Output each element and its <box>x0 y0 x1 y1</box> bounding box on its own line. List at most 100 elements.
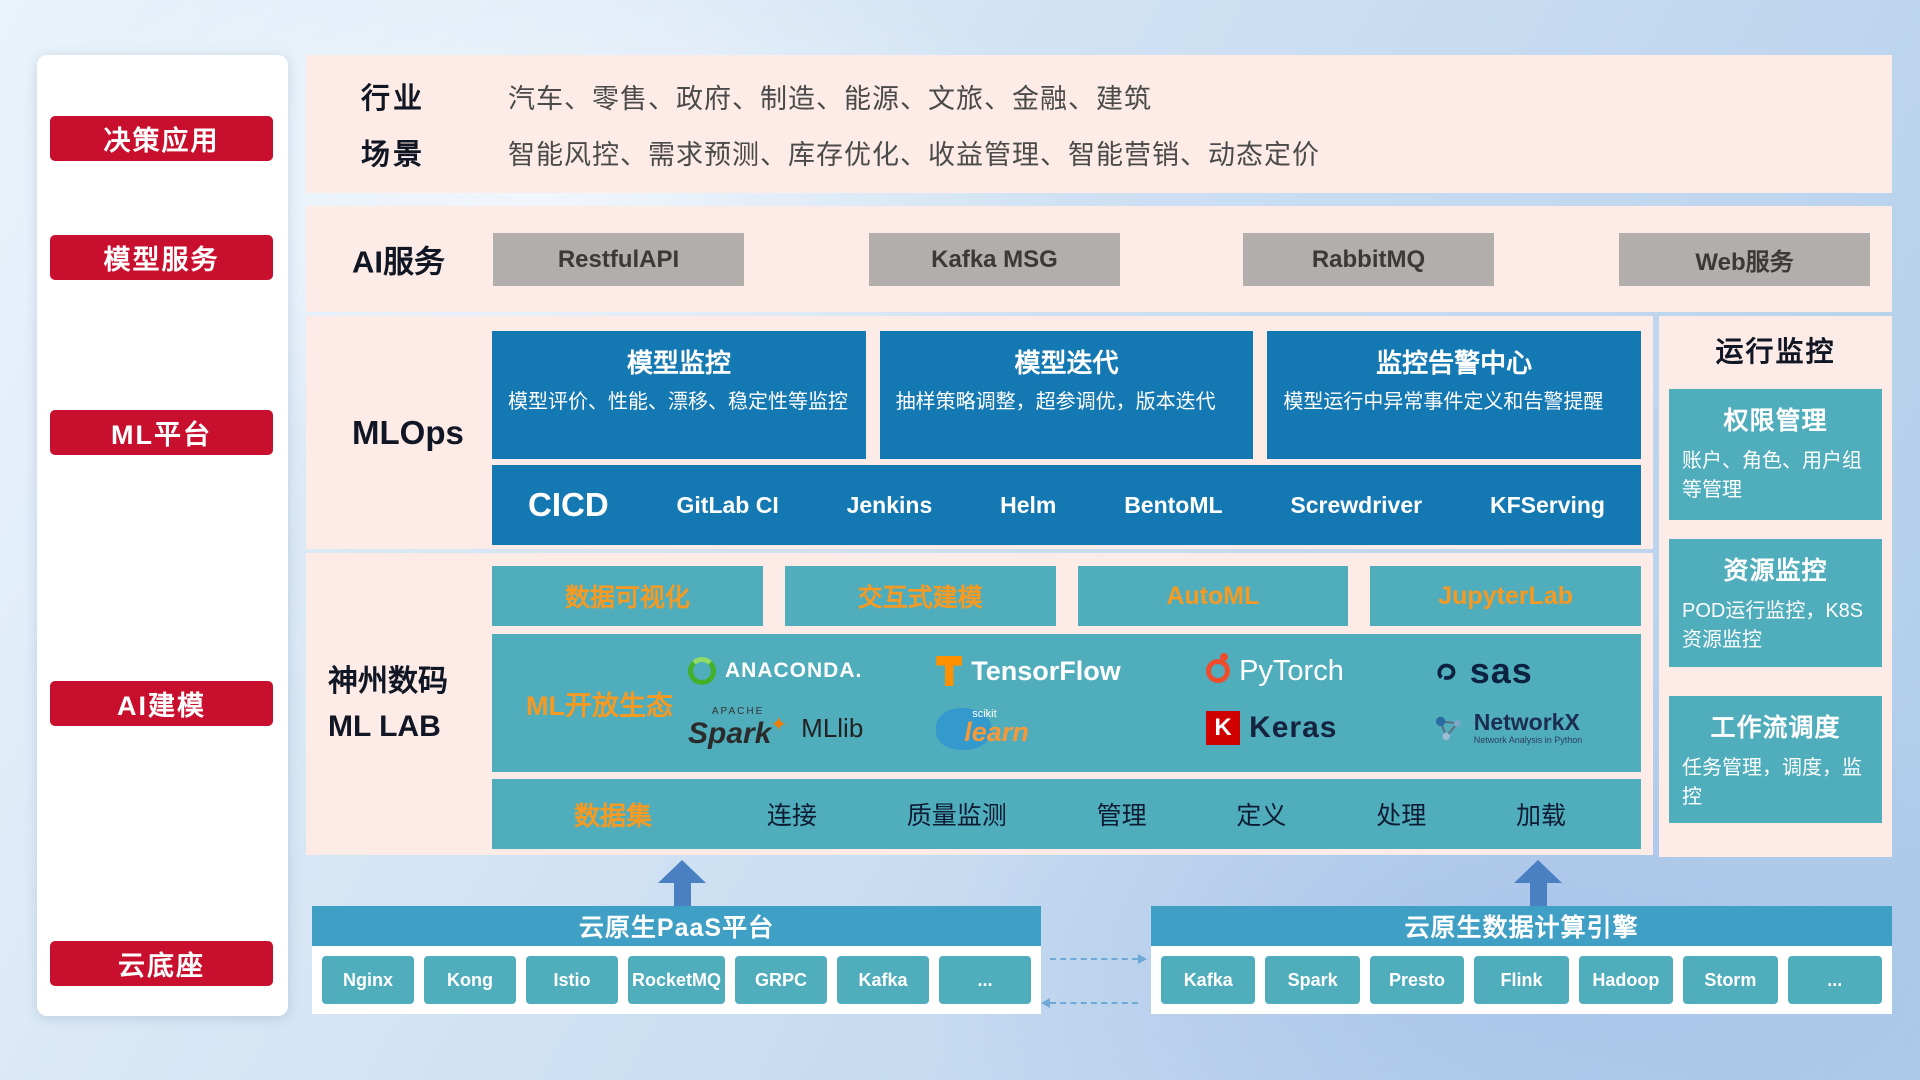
dataset-item-process: 处理 <box>1376 802 1427 830</box>
card-desc: 模型评价、性能、漂移、稳定性等监控 <box>508 391 848 413</box>
chip-grpc: GRPC <box>735 956 828 1004</box>
cicd-item-bentoml: BentoML <box>1124 491 1223 518</box>
dataset-item-manage: 管理 <box>1096 802 1147 830</box>
arrow-head <box>658 860 706 883</box>
rail-badge-decision-apps: 决策应用 <box>50 116 273 161</box>
arrow-head <box>1514 860 1562 883</box>
tensorflow-logo: TensorFlow <box>936 656 1206 687</box>
tool-jupyterlab: JupyterLab <box>1370 566 1641 626</box>
networkx-icon <box>1435 716 1461 741</box>
dashed-arrow-right-icon <box>1050 954 1147 964</box>
anaconda-icon <box>688 657 716 685</box>
pytorch-icon <box>1206 653 1231 683</box>
card-desc: 模型运行中异常事件定义和告警提醒 <box>1283 391 1604 413</box>
anaconda-logo: ANACONDA. <box>688 657 936 685</box>
card-title: 工作流调度 <box>1710 714 1841 742</box>
scenario-label: 场景 <box>361 139 426 171</box>
scikit-label: scikit <box>972 708 997 720</box>
chip-nginx: Nginx <box>322 956 414 1004</box>
rail-badge-cloud-base: 云底座 <box>50 941 273 986</box>
ai-service-label: AI服务 <box>352 244 445 280</box>
pytorch-logo: PyTorch <box>1206 653 1433 688</box>
up-arrow-paas-icon <box>658 860 706 906</box>
ml-open-ecosystem: ML开放生态 ANACONDA. TensorFlow PyTorch <box>492 634 1641 772</box>
chip-istio: Istio <box>526 956 618 1004</box>
ai-service-section: AI服务 RestfulAPI Kafka MSG RabbitMQ Web服务 <box>306 206 1892 312</box>
keras-logo: K Keras <box>1206 711 1433 745</box>
up-arrow-engine-icon <box>1514 860 1562 906</box>
chip-hadoop: Hadoop <box>1578 956 1674 1004</box>
ecosystem-logos: ANACONDA. TensorFlow PyTorch sas <box>688 650 1641 756</box>
card-title: 权限管理 <box>1723 407 1828 435</box>
scikit-learn-logo: scikit learn <box>936 700 1206 756</box>
industry-value: 汽车、零售、政府、制造、能源、文旅、金融、建筑 <box>508 83 1152 114</box>
run-monitoring-section: 运行监控 权限管理 账户、角色、用户组等管理 资源监控 POD运行监控，K8S资… <box>1659 316 1892 857</box>
paas-platform-chips: Nginx Kong Istio RocketMQ GRPC Kafka ... <box>312 946 1041 1014</box>
dashed-arrow-left-icon <box>1041 998 1138 1008</box>
card-title: 监控告警中心 <box>1376 348 1533 378</box>
permission-management-card: 权限管理 账户、角色、用户组等管理 <box>1669 389 1882 520</box>
cicd-bar: CICD GitLab CI Jenkins Helm BentoML Scre… <box>492 465 1641 545</box>
card-title: 模型迭代 <box>1014 348 1119 378</box>
chip-rocketmq: RocketMQ <box>628 956 726 1004</box>
spark-label: Spark✦ <box>688 713 788 750</box>
tool-automl: AutoML <box>1077 566 1349 626</box>
cicd-label: CICD <box>528 486 609 523</box>
tensorflow-label: TensorFlow <box>971 655 1121 686</box>
pytorch-label: PyTorch <box>1239 654 1344 687</box>
scikit-learn-icon: scikit learn <box>936 700 1032 756</box>
card-title: 资源监控 <box>1723 557 1828 585</box>
cicd-item-gitlab-ci: GitLab CI <box>676 491 779 518</box>
scenario-row: 场景 智能风控、需求预测、库存优化、收益管理、智能营销、动态定价 <box>361 131 1882 173</box>
arrow-stem <box>1529 883 1547 906</box>
card-desc: 任务管理，调度，监控 <box>1682 757 1862 808</box>
card-title: 模型监控 <box>626 348 731 378</box>
mlops-label: MLOps <box>352 413 464 451</box>
card-desc: 账户、角色、用户组等管理 <box>1682 450 1862 501</box>
sas-icon <box>1437 663 1456 680</box>
chip-more: ... <box>1787 956 1882 1004</box>
dataset-items: 连接 质量监测 管理 定义 处理 加载 <box>722 796 1641 832</box>
cicd-item-kfserving: KFServing <box>1489 491 1605 518</box>
service-button-web: Web服务 <box>1619 233 1870 286</box>
left-rail: 决策应用 模型服务 ML平台 AI建模 云底座 <box>37 55 288 1016</box>
chip-spark: Spark <box>1265 956 1360 1004</box>
networkx-label: NetworkX <box>1473 709 1580 736</box>
industry-label: 行业 <box>361 83 426 115</box>
networkx-subtitle: Network Analysis in Python <box>1473 734 1583 745</box>
ml-lab-label-line2: ML LAB <box>328 710 441 743</box>
spark-star-icon: ✦ <box>770 713 788 736</box>
ml-lab-label: 神州数码 ML LAB <box>328 659 488 749</box>
anaconda-label: ANACONDA. <box>725 659 863 682</box>
ml-lab-section: 神州数码 ML LAB 数据可视化 交互式建模 AutoML JupyterLa… <box>306 553 1653 855</box>
data-engine-header: 云原生数据计算引擎 <box>1151 906 1892 946</box>
dataset-bar: 数据集 连接 质量监测 管理 定义 处理 加载 <box>492 779 1641 849</box>
workflow-scheduling-card: 工作流调度 任务管理，调度，监控 <box>1669 696 1882 823</box>
card-desc: POD运行监控，K8S资源监控 <box>1682 600 1864 651</box>
spark-text: Spark <box>688 716 772 750</box>
cicd-item-helm: Helm <box>1000 491 1057 518</box>
cicd-item-screwdriver: Screwdriver <box>1290 491 1423 518</box>
dataset-label: 数据集 <box>574 800 653 831</box>
tool-data-visualization: 数据可视化 <box>492 566 763 626</box>
paas-platform-header: 云原生PaaS平台 <box>312 906 1041 946</box>
chip-presto: Presto <box>1369 956 1465 1004</box>
service-button-kafka-msg: Kafka MSG <box>869 233 1120 286</box>
arrow-stem <box>673 883 691 906</box>
keras-label: Keras <box>1249 711 1338 744</box>
service-button-rabbitmq: RabbitMQ <box>1243 233 1494 286</box>
model-iteration-card: 模型迭代 抽样策略调整，超参调优，版本迭代 <box>879 331 1254 459</box>
chip-flink: Flink <box>1474 956 1569 1004</box>
alert-center-card: 监控告警中心 模型运行中异常事件定义和告警提醒 <box>1267 331 1642 459</box>
keras-icon: K <box>1206 711 1241 745</box>
dataset-item-connect: 连接 <box>766 802 817 830</box>
chip-more: ... <box>939 956 1032 1004</box>
ml-lab-label-line1: 神州数码 <box>328 665 448 698</box>
run-monitoring-title: 运行监控 <box>1715 336 1836 367</box>
ml-lab-tools: 数据可视化 交互式建模 AutoML JupyterLab <box>492 566 1641 626</box>
learn-label: learn <box>964 717 1029 747</box>
dataset-item-quality: 质量监测 <box>906 802 1007 830</box>
scenario-value: 智能风控、需求预测、库存优化、收益管理、智能营销、动态定价 <box>508 139 1320 170</box>
model-monitoring-card: 模型监控 模型评价、性能、漂移、稳定性等监控 <box>492 331 866 459</box>
